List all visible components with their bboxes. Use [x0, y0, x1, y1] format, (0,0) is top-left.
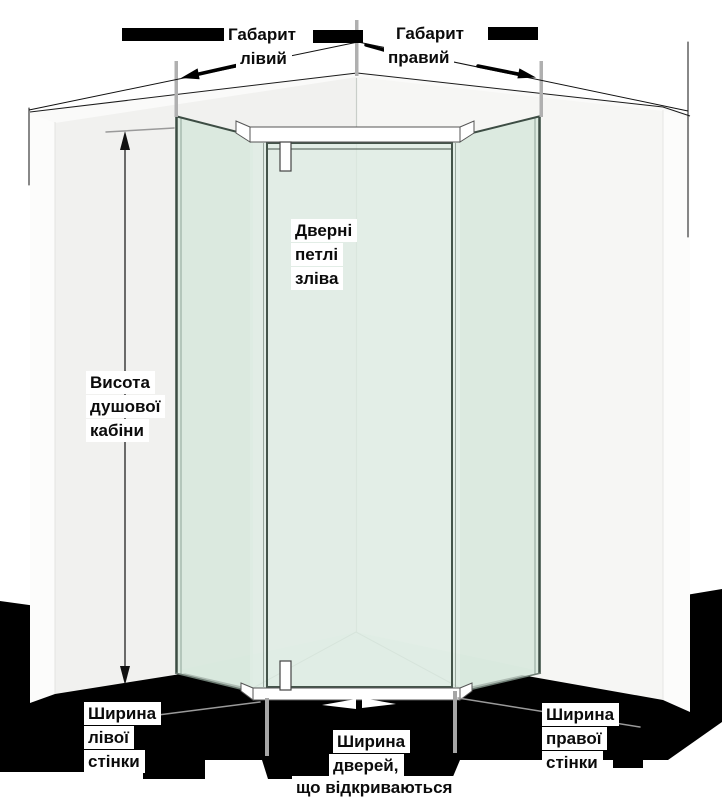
left-width-leader [157, 701, 261, 716]
right-wall-outer-bevel [662, 106, 691, 117]
label-door-width-line1: Ширина [333, 730, 411, 753]
height-arrow-up [120, 131, 130, 150]
door-width-white-arrow-right [362, 698, 396, 708]
cabin-frame-bars [235, 120, 475, 701]
label-left-wall-width-line1: Ширина [84, 702, 162, 725]
left-glass-bottom-edge [174, 672, 254, 693]
gabarit-right-arrow-shaft [476, 64, 520, 76]
height-top-reference [105, 127, 175, 133]
label-door-hinges-line3: зліва [291, 267, 344, 290]
label-right-wall-width-line1: Ширина [542, 703, 620, 726]
right-wall-side-face [663, 110, 690, 712]
redaction-bars [122, 27, 538, 43]
label-cabin-height: Висота душової кабіни [86, 371, 166, 443]
floor-shadow-right-notch [613, 752, 643, 768]
label-door-width-line2: дверей, [329, 754, 404, 777]
label-right-wall-width-line3: стінки [542, 751, 603, 774]
right-glass-post [539, 61, 543, 117]
left-wall-side-face [30, 113, 55, 703]
redaction-bar-right [488, 27, 538, 40]
label-door-hinges: Дверні петлі зліва [291, 219, 358, 291]
label-door-hinges-line2: петлі [291, 243, 344, 266]
left-glass-panel [175, 116, 253, 692]
top-bar [249, 126, 461, 143]
door-left-extension-post [265, 698, 269, 756]
label-left-wall-width-line2: лівої [84, 726, 134, 749]
right-glass-panel [460, 116, 541, 692]
left-wall-top-edge [29, 72, 358, 113]
left-glass-post [174, 61, 178, 117]
label-cabin-height-line2: душової [86, 395, 166, 418]
door-frame [266, 142, 453, 688]
door-right-extension-post [453, 691, 457, 753]
redaction-bar-middle [313, 30, 363, 43]
shower-cabin-glass [174, 115, 542, 693]
label-gabarit-right-line2: правий [384, 46, 455, 69]
bottom-bar-left-cap [240, 682, 254, 701]
left-wall-top-strip [30, 72, 357, 123]
gabarit-left-arrowhead [181, 68, 200, 80]
label-door-width-line3: що відкриваються [292, 776, 458, 799]
label-door-width-sub: що відкриваються [292, 776, 458, 800]
floor-shadow-left-notch [0, 756, 84, 772]
label-right-wall-width-line2: правої [542, 727, 607, 750]
label-door-hinges-line1: Дверні [291, 219, 358, 242]
label-right-wall-width: Ширина правої стінки [542, 703, 620, 775]
label-cabin-height-line1: Висота [86, 371, 155, 394]
label-gabarit-left-line2: лівий [236, 47, 292, 70]
redaction-bar-left [122, 28, 228, 41]
height-arrow-down [120, 666, 130, 685]
right-glass-bottom-edge [459, 672, 542, 693]
corner-post [355, 20, 359, 76]
label-gabarit-right-line1: Габарит [392, 22, 469, 45]
door-hinge-bottom [279, 660, 292, 691]
label-left-wall-width: Ширина лівої стінки [84, 702, 162, 774]
label-door-width: Ширина дверей, [329, 730, 411, 778]
top-bar-left-cap [235, 120, 251, 143]
right-wall-top-edge [356, 72, 664, 108]
label-gabarit-right: Габарит правий [384, 22, 469, 70]
label-gabarit-left-line1: Габарит [224, 23, 301, 46]
reference-posts [174, 20, 543, 756]
label-left-wall-width-line3: стінки [84, 750, 145, 773]
right-wall-top-strip [357, 72, 690, 119]
shower-door [263, 142, 456, 688]
label-gabarit-left: Габарит лівий [224, 23, 301, 71]
label-cabin-height-line3: кабіни [86, 419, 149, 442]
bottom-bar-right-cap [459, 682, 473, 701]
door-hinge-top [279, 141, 292, 172]
door-width-white-arrow-left [322, 699, 356, 709]
top-bar-right-cap [459, 120, 475, 143]
gabarit-right-arrowhead [517, 68, 536, 79]
